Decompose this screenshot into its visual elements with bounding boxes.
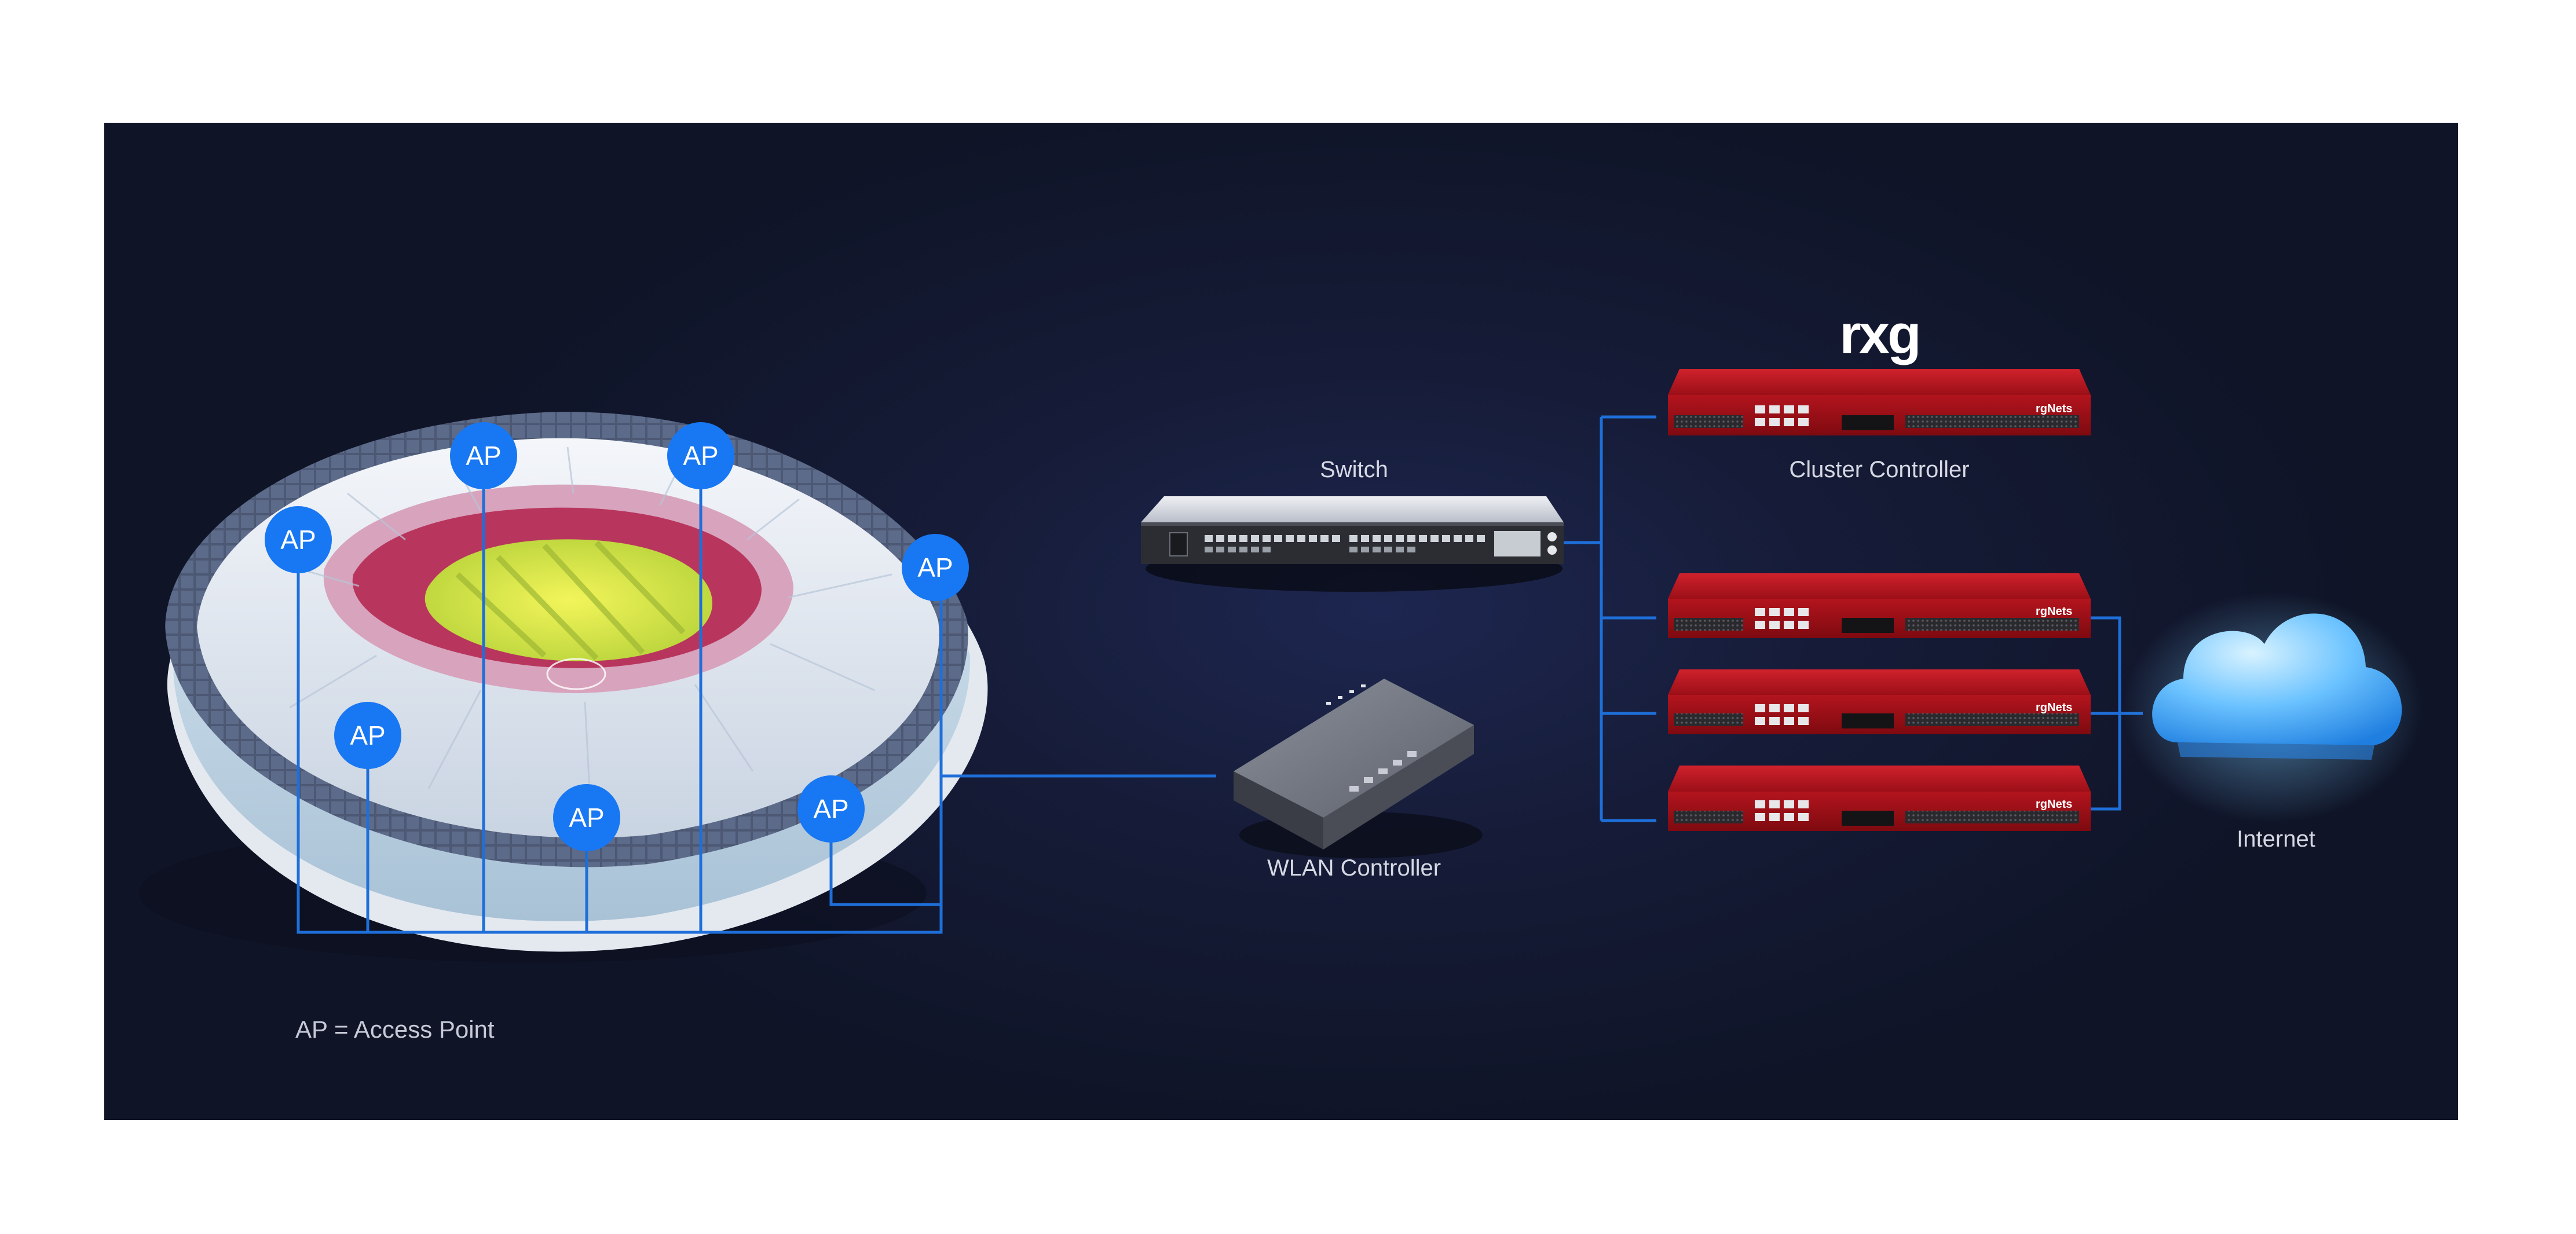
rxg-logo: rxg — [1839, 303, 1921, 365]
legend-text: AP = Access Point — [295, 1016, 495, 1043]
stadium-illustration — [139, 412, 988, 962]
cloud-icon[interactable] — [2123, 592, 2424, 823]
wlan-controller-label: WLAN Controller — [1267, 855, 1441, 881]
svg-text:rgNets: rgNets — [2036, 402, 2072, 415]
ap-badge[interactable]: AP — [450, 422, 517, 489]
svg-text:rgNets: rgNets — [2036, 605, 2072, 618]
ap-badge[interactable]: AP — [797, 775, 865, 843]
switch-ports — [1205, 535, 1485, 542]
controller-unit[interactable]: rgNets — [1668, 766, 2091, 831]
access-point-badges: AP AP AP AP AP AP AP — [265, 422, 969, 851]
switch-label: Switch — [1320, 457, 1388, 482]
ap-badge[interactable]: AP — [265, 506, 332, 573]
svg-text:AP: AP — [813, 794, 848, 824]
ap-badge[interactable]: AP — [667, 422, 734, 489]
svg-text:rxg: rxg — [1839, 303, 1919, 365]
wlan-controller[interactable] — [1234, 679, 1483, 858]
svg-text:AP: AP — [350, 720, 385, 750]
cluster-controller-unit[interactable]: rgNets — [1668, 369, 2091, 435]
ap-badge[interactable]: AP — [334, 702, 401, 769]
controller-links — [1564, 415, 2143, 822]
internet-label: Internet — [2237, 826, 2315, 852]
svg-text:AP: AP — [917, 552, 953, 583]
network-diagram: AP AP AP AP AP AP AP AP = Access Point — [104, 123, 2458, 1120]
controller-unit[interactable]: rgNets — [1668, 573, 2091, 638]
ap-badge[interactable]: AP — [553, 784, 620, 851]
network-switch[interactable] — [1141, 496, 1564, 592]
svg-text:AP: AP — [280, 525, 316, 555]
svg-text:rgNets: rgNets — [2036, 798, 2072, 811]
svg-text:AP: AP — [466, 441, 501, 471]
svg-text:AP: AP — [569, 803, 604, 833]
controller-unit[interactable]: rgNets — [1668, 669, 2091, 734]
svg-text:AP: AP — [683, 441, 718, 471]
svg-text:rgNets: rgNets — [2036, 701, 2072, 714]
ap-badge[interactable]: AP — [902, 534, 969, 601]
cluster-controller-label: Cluster Controller — [1789, 457, 1969, 482]
